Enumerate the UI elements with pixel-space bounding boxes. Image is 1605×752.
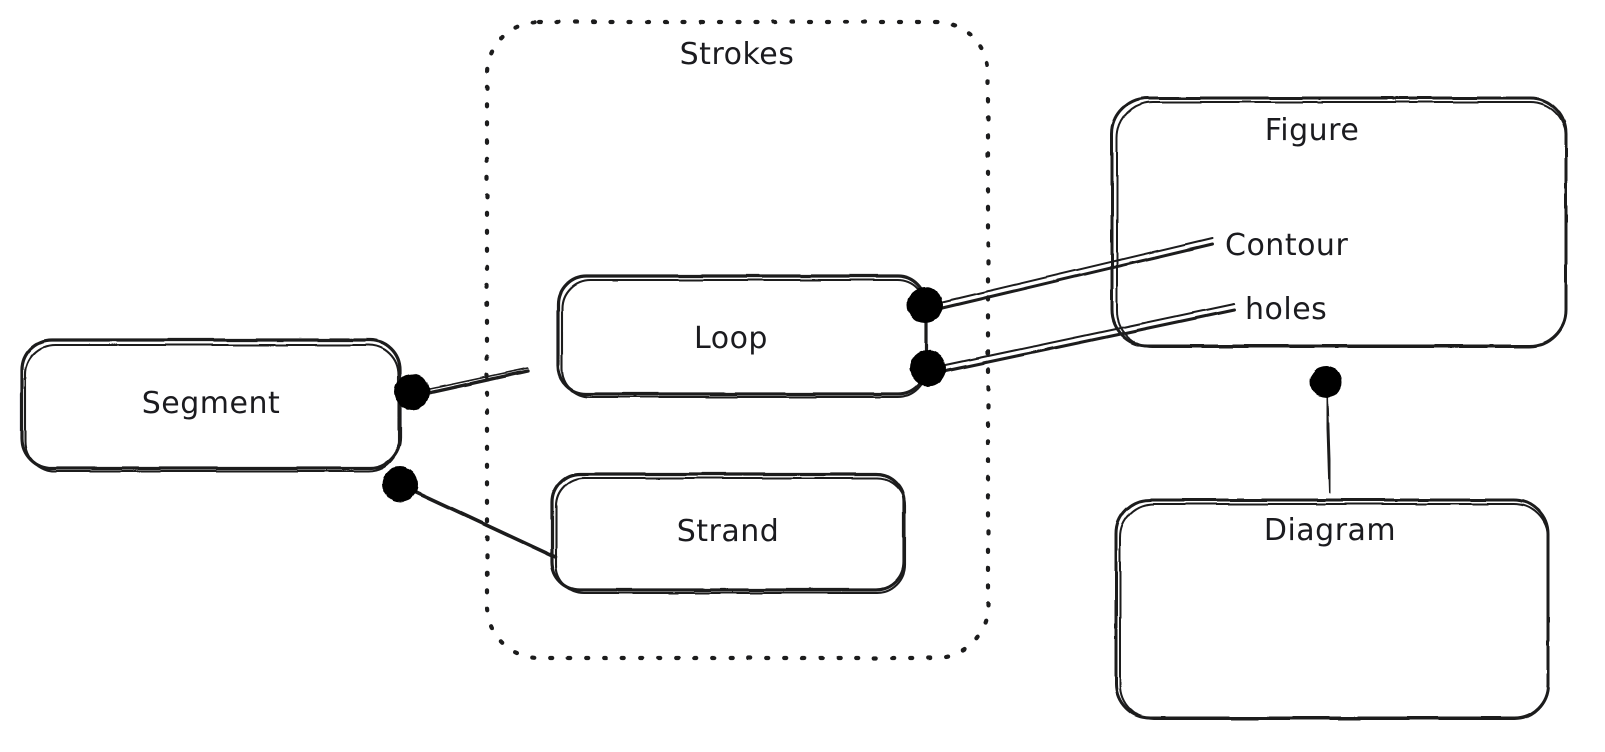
diagram-box-outline [1114, 498, 1550, 720]
connector-figure-to-diagram [1325, 394, 1332, 494]
strand-node[interactable] [552, 474, 904, 590]
connector-dot-segment-loop-handle[interactable] [394, 374, 430, 410]
connector-dot-loop-holes-handle[interactable] [910, 350, 946, 386]
figure-box-outline [1110, 96, 1568, 348]
connector-loop-to-contour [936, 237, 1214, 311]
connector-segment-to-loop [422, 367, 530, 396]
loop-node[interactable] [558, 276, 926, 394]
connector-dot-loop-holes [910, 350, 946, 386]
segment-box-outline [20, 338, 402, 473]
figure-node[interactable] [1112, 98, 1566, 346]
strand-box-outline [550, 472, 907, 595]
connector-dot-segment-strand [382, 466, 418, 502]
segment-node[interactable] [22, 340, 400, 468]
connector-dot-figure-diagram-handle[interactable] [1310, 366, 1342, 398]
connector-segment-to-strand [410, 488, 558, 559]
connector-dot-loop-contour-handle[interactable] [907, 287, 943, 323]
connector-dot-loop-contour [907, 287, 943, 323]
strokes-group-border [484, 19, 991, 661]
loop-box-outline [556, 274, 928, 399]
connector-loop-to-holes [939, 303, 1236, 374]
connector-dot-segment-strand-handle[interactable] [382, 466, 418, 502]
diagram-node[interactable] [1116, 500, 1548, 718]
connector-dot-figure-diagram [1310, 366, 1342, 398]
connector-dot-segment-loop [394, 374, 430, 410]
